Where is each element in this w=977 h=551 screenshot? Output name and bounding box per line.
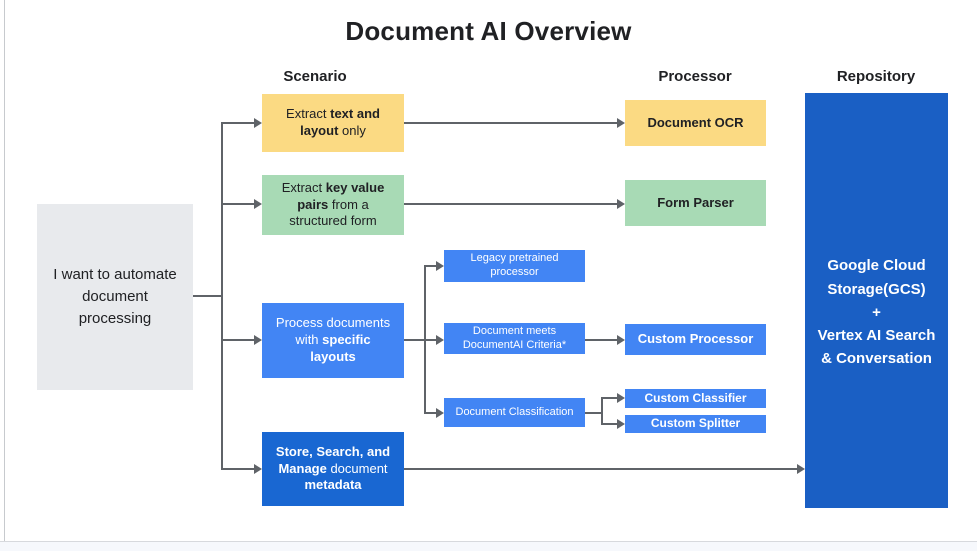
connector-line [601, 397, 603, 424]
connector-line [585, 339, 617, 341]
scenario-extract-key-value-label: Extract key value pairs from a structure… [281, 179, 385, 229]
connector-line [404, 203, 617, 205]
scenario-store-search-manage-label: Store, Search, and Manage document metad… [275, 443, 391, 493]
node-legacy-pretrained-processor: Legacy pretrained processor [444, 250, 585, 282]
connector-line [221, 122, 255, 124]
scenario-extract-text-layout-label: Extract text and layout only [286, 106, 380, 138]
processor-custom-splitter-label: Custom Splitter [650, 416, 741, 431]
column-header-scenario: Scenario [283, 68, 347, 85]
arrow-head [254, 199, 262, 209]
connector-line [601, 423, 617, 425]
connector-line [424, 265, 437, 267]
scenario-specific-layouts: Process documents with specific layouts [262, 303, 404, 378]
scenario-extract-text-layout: Extract text and layout only [262, 94, 404, 152]
arrow-head [617, 118, 625, 128]
processor-custom-classifier-label: Custom Classifier [644, 390, 747, 405]
processor-custom-classifier: Custom Classifier [625, 389, 766, 408]
page-left-border [4, 0, 5, 541]
node-document-meets-criteria: Document meets DocumentAI Criteria* [444, 323, 585, 354]
connector-line [404, 122, 617, 124]
connector-line [404, 339, 425, 341]
connector-line [221, 339, 255, 341]
column-header-repository: Repository [836, 68, 916, 85]
connector-line [601, 397, 617, 399]
connector-line [424, 412, 437, 414]
processor-document-ocr: Document OCR [625, 100, 766, 146]
page-bottom-strip [0, 542, 977, 551]
processor-custom-splitter: Custom Splitter [625, 415, 766, 433]
connector-line [221, 468, 255, 470]
arrow-head [254, 335, 262, 345]
scenario-extract-key-value: Extract key value pairs from a structure… [262, 175, 404, 235]
connector-line [221, 203, 255, 205]
processor-custom-processor: Custom Processor [625, 324, 766, 355]
column-header-processor: Processor [658, 68, 732, 85]
page-bottom-border [0, 541, 977, 542]
processor-custom-processor-label: Custom Processor [637, 331, 754, 347]
processor-form-parser-label: Form Parser [657, 194, 734, 210]
arrow-head [797, 464, 805, 474]
node-document-meets-criteria-label: Document meets DocumentAI Criteria* [462, 324, 567, 351]
arrow-head [436, 261, 444, 271]
start-node: I want to automate document processing [37, 204, 193, 390]
scenario-store-search-manage: Store, Search, and Manage document metad… [262, 432, 404, 506]
arrow-head [254, 118, 262, 128]
node-document-classification: Document Classification [444, 398, 585, 427]
arrow-head [436, 408, 444, 418]
scenario-specific-layouts-label: Process documents with specific layouts [275, 315, 391, 364]
processor-document-ocr-label: Document OCR [647, 114, 744, 130]
arrow-head [436, 335, 444, 345]
repository-node: Google Cloud Storage(GCS) + Vertex AI Se… [805, 93, 948, 508]
arrow-head [617, 335, 625, 345]
connector-line [424, 339, 437, 341]
connector-line [404, 468, 797, 470]
processor-form-parser: Form Parser [625, 180, 766, 226]
diagram-title: Document AI Overview [345, 16, 632, 46]
connector-line [585, 412, 602, 414]
arrow-head [617, 393, 625, 403]
connector-line [193, 295, 223, 297]
repository-node-label: Google Cloud Storage(GCS) + Vertex AI Se… [817, 257, 936, 368]
arrow-head [617, 419, 625, 429]
node-legacy-pretrained-processor-label: Legacy pretrained processor [470, 252, 559, 278]
arrow-head [617, 199, 625, 209]
connector-line [221, 122, 223, 469]
arrow-head [254, 464, 262, 474]
node-document-classification-label: Document Classification [455, 405, 574, 418]
start-node-label: I want to automate document processing [53, 266, 177, 327]
